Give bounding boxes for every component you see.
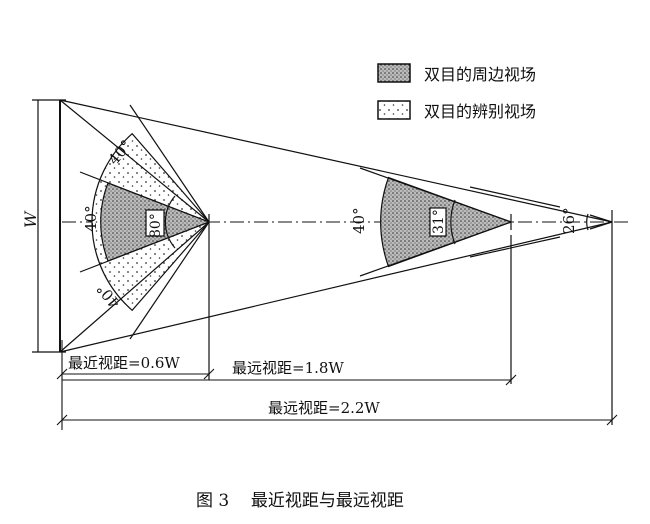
outer-bottom-line bbox=[59, 221, 613, 353]
angle-label-end: 26° bbox=[560, 207, 578, 234]
near-distance-label: 最近视距=0.6W bbox=[68, 354, 180, 372]
width-label: W bbox=[21, 210, 40, 228]
mid-distance-label: 最远视距=1.8W bbox=[232, 359, 344, 377]
angle-label-mid: 40° bbox=[82, 205, 100, 232]
far-distance-label: 最远视距=2.2W bbox=[268, 399, 380, 417]
angle-label-boxed-far: 31° bbox=[431, 209, 447, 234]
outer-top-line bbox=[59, 99, 613, 223]
legend-label-peripheral: 双目的周边视场 bbox=[424, 65, 536, 84]
legend-swatch-dense bbox=[377, 63, 411, 83]
figure-caption: 图 3 最近视距与最远视距 bbox=[196, 491, 404, 511]
legend: 双目的周边视场 双目的辨别视场 bbox=[377, 63, 536, 121]
angle-label-boxed-near: 80° bbox=[148, 213, 164, 238]
near-viewing-sector bbox=[59, 99, 211, 380]
far-viewing-sector bbox=[359, 167, 613, 425]
legend-label-discrimination: 双目的辨别视场 bbox=[424, 102, 536, 121]
angle-label-far: 40° bbox=[350, 207, 368, 234]
legend-swatch-sparse bbox=[377, 100, 411, 120]
